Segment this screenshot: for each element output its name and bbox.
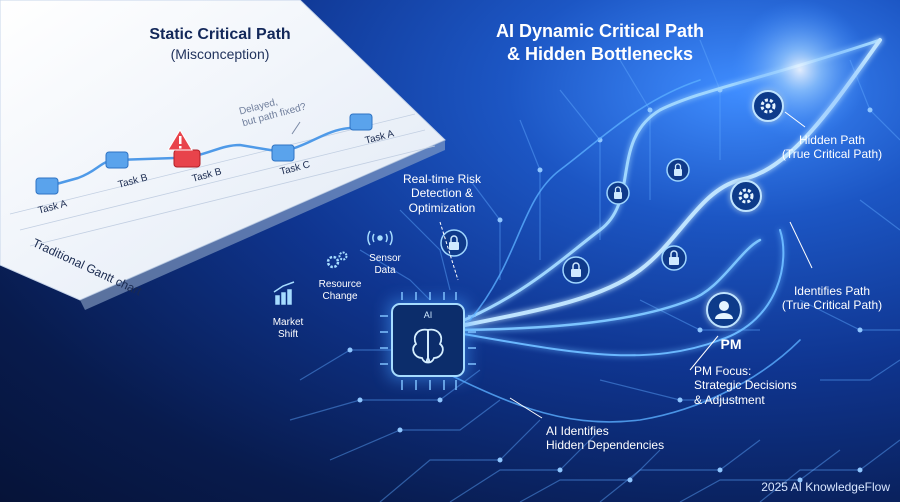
lock-icon [661, 245, 687, 271]
light-flare [730, 0, 870, 140]
task-box [271, 144, 295, 162]
gear-icon [730, 180, 762, 212]
task-box [349, 113, 373, 131]
task-box [105, 151, 129, 169]
dynamic-title: AI Dynamic Critical Path& Hidden Bottlen… [495, 21, 705, 64]
gantt-panel [0, 0, 446, 310]
watermark: 2025 AI KnowledgeFlow [761, 479, 890, 494]
sensor-wifi-icon [367, 230, 393, 246]
ai-label: AI [423, 310, 433, 320]
gear-icon [752, 90, 784, 122]
pm-label: PM [720, 336, 742, 352]
task-box [35, 177, 59, 195]
lock-icon [606, 181, 630, 205]
task-box-delayed [173, 149, 201, 168]
ai-chip [380, 292, 476, 390]
static-title: Static Critical Path [149, 26, 291, 43]
static-subtitle: (Misconception) [170, 46, 270, 62]
pm-user-icon [706, 292, 742, 328]
lock-icon [562, 256, 590, 284]
hidden-path-label: Hidden Path(True Critical Path) [781, 133, 883, 162]
brain-icon [412, 328, 444, 364]
identifies-path-label: Identifies Path(True Critical Path) [781, 284, 883, 313]
lock-icon [440, 229, 468, 257]
annotation-lines [439, 111, 813, 419]
warning-icon [167, 129, 193, 151]
growth-chart-icon [273, 281, 295, 305]
lock-icon [666, 158, 690, 182]
gears-icon [326, 251, 348, 269]
pm-focus-label: PM Focus:Strategic Decisions& Adjustment [694, 364, 797, 407]
